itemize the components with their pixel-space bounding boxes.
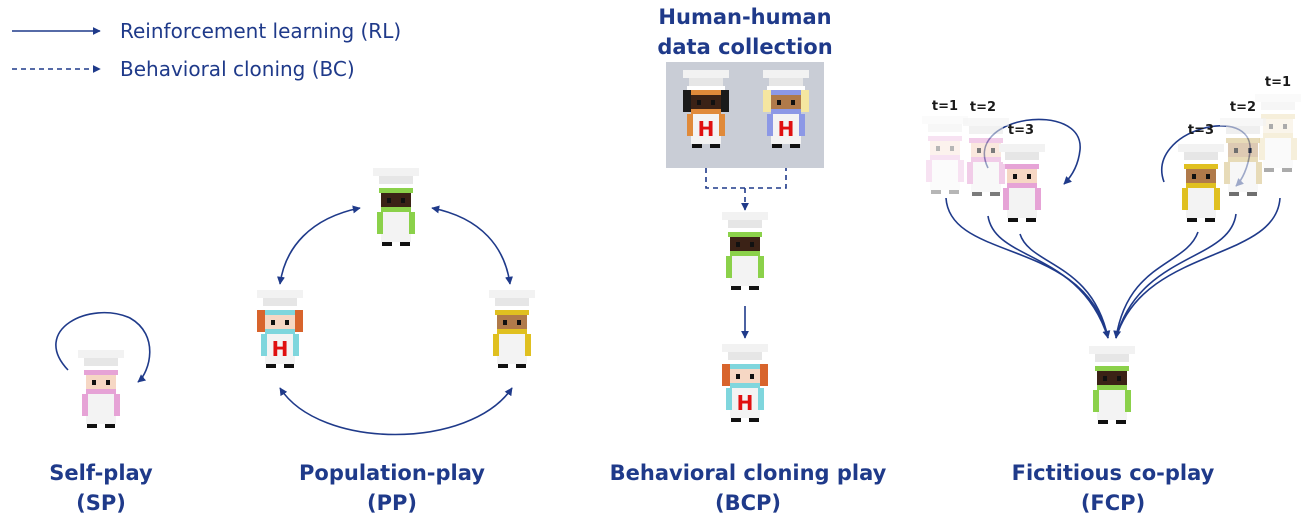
fcp-left-t3-label: t=3 xyxy=(1008,123,1034,138)
fcp-right-t2-label: t=2 xyxy=(1230,100,1256,115)
bcp-rl-agent: H xyxy=(722,344,768,422)
sp-title: Self-play xyxy=(49,461,153,485)
fcp-right-t3-label: t=3 xyxy=(1188,123,1214,138)
fcp-left-agent-t3 xyxy=(999,144,1045,222)
fcp-final-agent xyxy=(1089,346,1135,424)
sp-agent xyxy=(78,350,124,428)
fcp-converge-r1 xyxy=(1113,231,1199,339)
fcp-right-agent-t3 xyxy=(1178,144,1224,222)
fcp-left-agent-t1 xyxy=(922,116,968,194)
fcp-converge-l1 xyxy=(945,197,1111,339)
fcp-converge-r3 xyxy=(1115,197,1281,339)
sp-self-loop-arrow xyxy=(55,311,151,383)
human-player-right-h-marker: H xyxy=(778,117,795,141)
fcp-converge-r2 xyxy=(1115,213,1237,339)
pp-agent-left: H xyxy=(257,290,303,368)
fcp-right-agent-t1 xyxy=(1255,94,1301,172)
fcp-left-t1-label: t=1 xyxy=(932,99,958,114)
bcp-bc-agent xyxy=(722,212,768,290)
pp-agent-left-h-marker: H xyxy=(272,337,289,361)
pp-abbr: (PP) xyxy=(367,491,417,515)
fcp-converge-l2 xyxy=(987,215,1109,339)
human-player-left: H xyxy=(683,70,729,148)
sp-abbr: (SP) xyxy=(76,491,126,515)
bcp-rl-agent-h-marker: H xyxy=(737,391,754,415)
agents-layer: H H H H xyxy=(78,70,1301,428)
pp-arrow-top-left xyxy=(277,205,361,285)
fcp-converge-l3 xyxy=(1019,233,1109,339)
human-player-right: H xyxy=(763,70,809,148)
legend: Reinforcement learning (RL) Behavioral c… xyxy=(12,19,401,81)
pp-agent-right xyxy=(489,290,535,368)
bcp-title: Behavioral cloning play xyxy=(610,461,887,485)
pp-arrow-top-right xyxy=(431,205,513,285)
collection-title-line2: data collection xyxy=(657,35,832,59)
fcp-left-agent-t2 xyxy=(963,118,1009,196)
legend-rl-label: Reinforcement learning (RL) xyxy=(120,19,401,43)
bcp-abbr: (BCP) xyxy=(715,491,781,515)
fcp-left-t2-label: t=2 xyxy=(970,100,996,115)
fcp-right-t1-label: t=1 xyxy=(1265,75,1291,90)
pp-arrow-bottom xyxy=(279,387,513,436)
fcp-abbr: (FCP) xyxy=(1081,491,1145,515)
pp-agent-top xyxy=(373,168,419,246)
bcp-bc-arrow xyxy=(705,168,787,210)
legend-bc-label: Behavioral cloning (BC) xyxy=(120,57,355,81)
fcp-right-agent-t2 xyxy=(1220,118,1266,196)
fcp-title: Fictitious co-play xyxy=(1012,461,1215,485)
human-player-left-h-marker: H xyxy=(698,117,715,141)
pp-title: Population-play xyxy=(299,461,485,485)
collection-title-line1: Human-human xyxy=(658,5,831,29)
